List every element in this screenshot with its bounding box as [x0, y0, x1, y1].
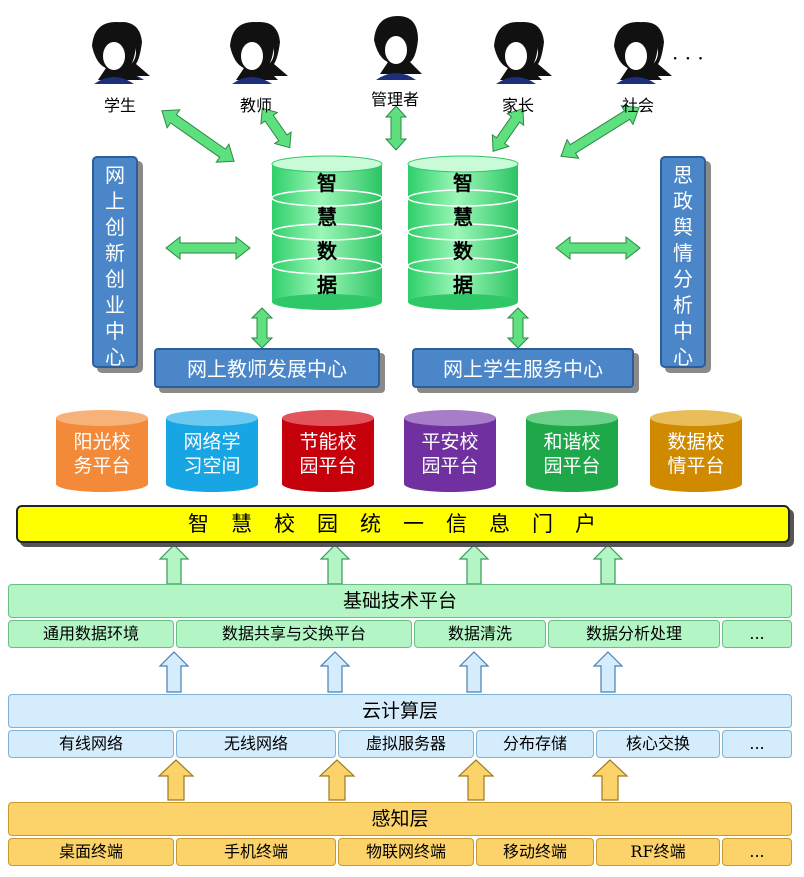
tech-item: 数据分析处理 — [548, 620, 720, 648]
platform-label-line: 和谐校 — [543, 431, 601, 453]
platform-label: 节能校园平台 — [282, 430, 374, 478]
platform-label-line: 务平台 — [73, 455, 131, 477]
person-icon-student — [92, 22, 150, 84]
data-cylinder-right-text: 智 慧 数 据 — [408, 168, 518, 304]
users-ellipsis: · · · — [672, 46, 704, 70]
tech-item: ... — [722, 620, 792, 648]
user-label: 教师 — [239, 96, 272, 115]
cloud-item: 核心交换 — [596, 730, 720, 758]
cloud-item: ... — [722, 730, 792, 758]
cyl-char: 慧 — [453, 205, 473, 229]
double-arrows — [161, 105, 641, 349]
platform-label: 网络学习空间 — [166, 430, 258, 478]
data-cylinder-left-text: 智 慧 数 据 — [272, 168, 382, 304]
person-icon-teacher — [230, 22, 288, 84]
user-label: 管理者 — [370, 90, 419, 109]
cyl-char: 智 — [317, 171, 337, 195]
user-label: 社会 — [621, 96, 654, 115]
tech-item: 数据清洗 — [414, 620, 546, 648]
data-cylinder-left — [271, 155, 383, 310]
platform-label-line: 数据校 — [667, 431, 725, 453]
platform-label-line: 网络学 — [183, 431, 241, 453]
sense-item: 手机终端 — [176, 838, 336, 866]
cloud-item: 有线网络 — [8, 730, 174, 758]
cloud-item: 分布存储 — [476, 730, 594, 758]
sense-item: 桌面终端 — [8, 838, 174, 866]
user-manager: 管理者 — [355, 0, 435, 110]
data-cylinder-right — [407, 155, 519, 310]
platform-label-line: 情平台 — [667, 455, 725, 477]
sense-layer-title: 感知层 — [8, 802, 792, 836]
person-icon-parent — [494, 22, 552, 84]
user-society: 社会 — [598, 6, 678, 116]
platform-cylinder — [404, 410, 496, 492]
up-arrows-cloud — [158, 651, 624, 693]
platform-label-line: 阳光校 — [73, 431, 131, 453]
left-center-box: 网 上 创 新 创 业 中 心 — [92, 156, 138, 369]
user-label: 学生 — [103, 96, 136, 115]
cyl-char: 据 — [317, 273, 337, 297]
platform-cylinder — [526, 410, 618, 492]
tech-item: 通用数据环境 — [8, 620, 174, 648]
right-center-box: 思 政 舆 情 分 析 中 心 — [660, 156, 706, 369]
user-parent: 家长 — [478, 6, 558, 116]
person-icon-manager — [374, 16, 422, 80]
platform-cylinders — [56, 410, 742, 492]
portal-bar: 智慧校园统一信息门户 — [16, 505, 790, 543]
platform-label: 平安校园平台 — [404, 430, 496, 478]
platform-label: 数据校情平台 — [650, 430, 742, 478]
up-arrows-tech — [158, 544, 624, 585]
sense-item: ... — [722, 838, 792, 866]
platform-label-line: 园平台 — [543, 455, 601, 477]
cyl-char: 慧 — [317, 205, 337, 229]
sense-item: RF终端 — [596, 838, 720, 866]
platform-label: 阳光校务平台 — [56, 430, 148, 478]
platform-label-line: 园平台 — [421, 455, 479, 477]
cloud-item: 无线网络 — [176, 730, 336, 758]
user-teacher: 教师 — [216, 6, 296, 116]
platform-cylinder — [56, 410, 148, 492]
platform-label-line: 平安校 — [421, 431, 479, 453]
platform-label-line: 习空间 — [183, 455, 241, 477]
tech-layer-title: 基础技术平台 — [8, 584, 792, 618]
cyl-char: 据 — [453, 273, 473, 297]
up-arrows-sense — [157, 759, 629, 801]
sense-item: 物联网终端 — [338, 838, 474, 866]
platform-label-line: 节能校 — [299, 431, 357, 453]
platform-cylinder — [282, 410, 374, 492]
cloud-item: 虚拟服务器 — [338, 730, 474, 758]
sense-item: 移动终端 — [476, 838, 594, 866]
platform-label-line: 园平台 — [299, 455, 357, 477]
user-label: 家长 — [501, 96, 534, 115]
tech-item: 数据共享与交换平台 — [176, 620, 412, 648]
cloud-layer-title: 云计算层 — [8, 694, 792, 728]
platform-cylinder — [166, 410, 258, 492]
cyl-char: 数 — [317, 239, 337, 263]
cyl-char: 数 — [453, 239, 473, 263]
cyl-char: 智 — [453, 171, 473, 195]
platform-cylinder — [650, 410, 742, 492]
teacher-center-box: 网上教师发展中心 — [154, 348, 380, 388]
platform-label: 和谐校园平台 — [526, 430, 618, 478]
user-student: 学生 — [80, 6, 160, 116]
person-icon-society — [614, 22, 672, 84]
student-center-box: 网上学生服务中心 — [412, 348, 634, 388]
